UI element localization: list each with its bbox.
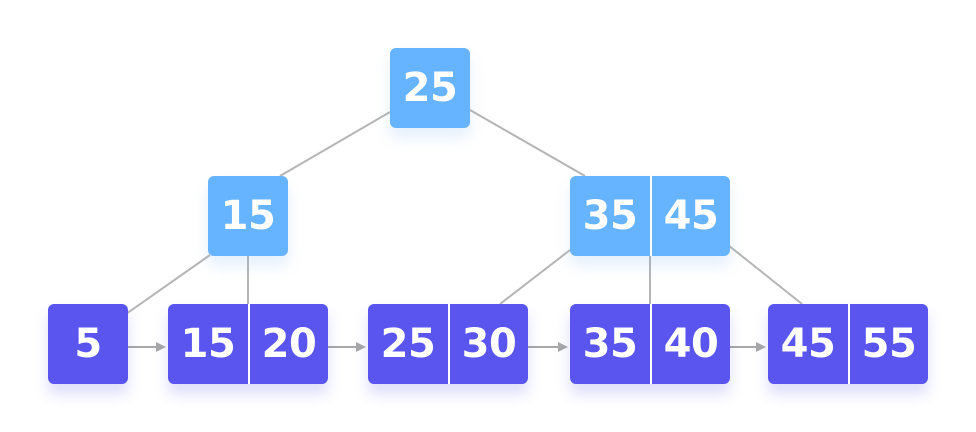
leaf-node-15-20: 15 20 <box>168 304 328 384</box>
leaf-node-25-30: 25 30 <box>368 304 528 384</box>
leaf-key-15: 15 <box>180 321 236 367</box>
leaf-node-5: 5 <box>48 304 128 384</box>
leaf-key-45: 45 <box>780 321 836 367</box>
internal-key-45: 45 <box>650 176 730 256</box>
edge-node-15-to-leaf-5 <box>125 254 211 315</box>
internal-node-35-45: 35 45 <box>570 176 730 256</box>
leaf-key-30: 30 <box>448 304 528 384</box>
edge-node-35-45-to-leaf-25-30 <box>499 249 571 305</box>
root-key-25: 25 <box>402 65 458 111</box>
edge-node-35-45-to-leaf-45-55 <box>727 244 803 305</box>
leaf-key-20: 20 <box>248 304 328 384</box>
leaf-key-5: 5 <box>74 321 102 367</box>
leaf-key-35: 35 <box>582 321 638 367</box>
edge-root-to-node-35-45 <box>469 109 586 177</box>
leaf-key-40: 40 <box>650 304 730 384</box>
internal-node-15: 15 <box>208 176 288 256</box>
root-node: 25 <box>390 48 470 128</box>
leaf-node-45-55: 45 55 <box>768 304 928 384</box>
internal-key-35: 35 <box>582 193 638 239</box>
leaf-key-25: 25 <box>380 321 436 367</box>
leaf-key-55: 55 <box>848 304 928 384</box>
edge-root-to-node-15 <box>279 111 391 177</box>
leaf-node-35-40: 35 40 <box>570 304 730 384</box>
internal-key-15: 15 <box>220 193 276 239</box>
